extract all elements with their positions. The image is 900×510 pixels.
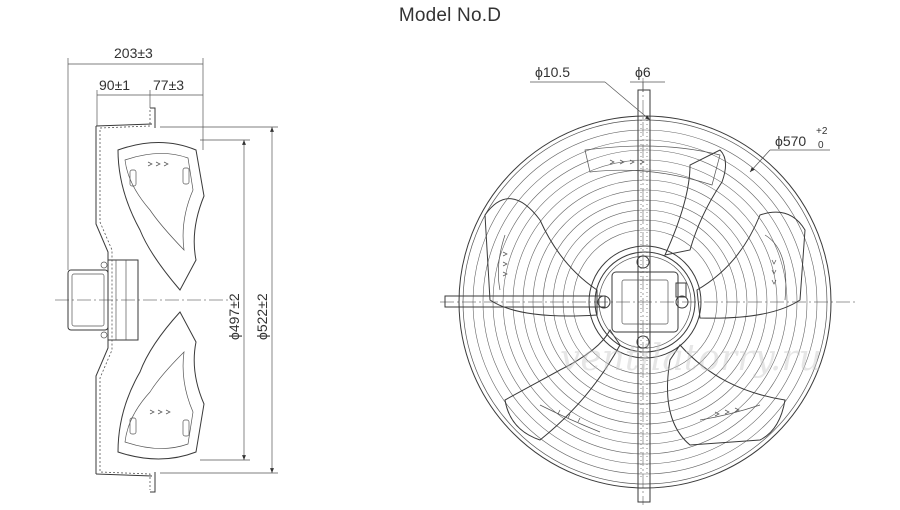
blade-side-upper (117, 142, 205, 291)
blade-front-bottom-left (504, 329, 621, 441)
dim-overall-depth-label: 203±3 (114, 45, 153, 61)
dim-diameters-side: ϕ497±2 ϕ522±2 (160, 126, 278, 474)
drawing-title: Model No.D (398, 5, 502, 26)
dim-guard-diameter-label: ϕ522±2 (254, 293, 270, 340)
dim-hub-depth-label: 90±1 (99, 77, 130, 93)
blade-side-lower (117, 311, 205, 460)
hole-callouts: ϕ10.5 ϕ6 (530, 64, 665, 121)
dim-overall-depth: 203±3 (67, 45, 204, 270)
guard-outer-diameter-label: ϕ570 (775, 133, 806, 149)
terminal-box (675, 282, 687, 298)
guard-outer-tol-lower: 0 (818, 140, 824, 151)
dim-hub-guard-depth: 90±1 77±3 (96, 77, 203, 126)
mount-hole-top (636, 255, 650, 269)
support-bar-horizontal (444, 295, 606, 308)
blade-front-bottom-right (667, 344, 786, 446)
watermark: ventilatorry.ru (560, 338, 822, 379)
hole-right-label: ϕ6 (635, 64, 651, 80)
mount-hole-bottom (636, 335, 650, 349)
blade-front-left (484, 198, 598, 317)
front-view: ϕ10.5 ϕ6 ϕ570 +2 0 (440, 64, 858, 505)
guard-outer-ring-inner (462, 119, 828, 485)
mount-hole-left (597, 295, 611, 309)
support-bar-vertical (637, 89, 651, 503)
dim-blade-diameter-label: ϕ497±2 (226, 293, 242, 340)
motor-hub-front (588, 245, 702, 359)
blade-front-top-right (584, 145, 726, 256)
dim-guard-depth-label: 77±3 (153, 77, 184, 93)
hole-left-label: ϕ10.5 (535, 64, 570, 80)
motor-side (67, 259, 139, 341)
mount-hole-right (675, 295, 689, 309)
outer-diameter-callout: ϕ570 +2 0 (749, 126, 830, 173)
blade-front-right (696, 211, 806, 319)
side-view: 203±3 90±1 77±3 ϕ497±2 ϕ522±2 (55, 45, 278, 493)
guard-outer-tol-upper: +2 (816, 126, 828, 137)
